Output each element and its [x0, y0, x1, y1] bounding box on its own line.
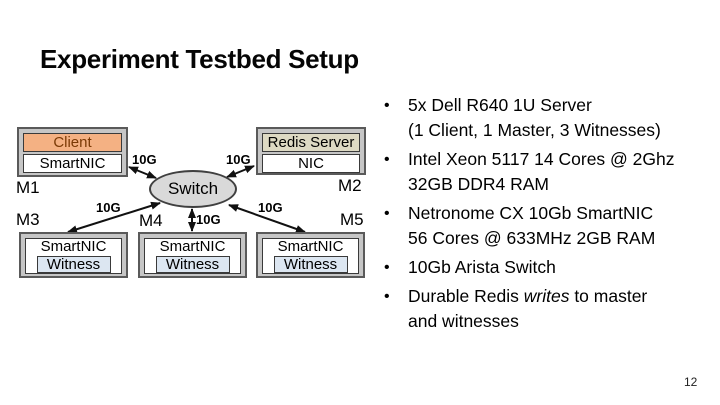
witness-box-m4: Witness [155, 256, 230, 273]
machine-label-m3: M3 [16, 210, 40, 229]
bullet-list: • 5x Dell R640 1U Server (1 Client, 1 Ma… [384, 93, 718, 338]
nic-box-m2: NIC [262, 154, 360, 173]
bullet-marker: • [384, 288, 390, 305]
witness-box-m3: Witness [36, 256, 111, 273]
bullet-item: • Intel Xeon 5117 14 Cores @ 2Ghz 32GB D… [384, 147, 718, 197]
bullet-marker: • [384, 151, 390, 168]
bullet-line: Durable Redis writes to master [408, 286, 648, 306]
bullet-marker: • [384, 205, 390, 222]
link-label-m1: 10G [132, 152, 157, 167]
witness-box-m5: Witness [273, 256, 348, 273]
link-m1-switch [128, 166, 157, 179]
smartnic-box-m4: SmartNIC Witness [144, 238, 241, 274]
network-links [67, 165, 306, 234]
slide-title: Experiment Testbed Setup [40, 44, 359, 74]
smartnic-box-m5: SmartNIC Witness [262, 238, 359, 274]
bullet-line: Netronome CX 10Gb SmartNIC [408, 203, 654, 223]
smartnic-box-m1: SmartNIC [23, 154, 122, 173]
bullet-line: (1 Client, 1 Master, 3 Witnesses) [408, 120, 661, 140]
smartnic-box-m3: SmartNIC Witness [25, 238, 122, 274]
bullet-line: 32GB DDR4 RAM [408, 174, 550, 194]
bullet-line: 10Gb Arista Switch [408, 257, 556, 277]
page-number: 12 [684, 375, 698, 389]
bullet-item: • 5x Dell R640 1U Server (1 Client, 1 Ma… [384, 93, 718, 143]
bullet-marker: • [384, 97, 390, 114]
link-m2-switch [226, 165, 255, 178]
redis-server-box: Redis Server [262, 133, 360, 152]
machine-label-m2: M2 [338, 176, 362, 195]
bullet-item: • 10Gb Arista Switch [384, 255, 718, 280]
bullet-marker: • [384, 259, 390, 276]
machine-label-m1: M1 [16, 178, 40, 197]
bullet-line: and witnesses [408, 311, 519, 331]
machine-box-m1: Client SmartNIC [17, 127, 128, 177]
machine-box-m3: SmartNIC Witness [19, 232, 128, 278]
client-box: Client [23, 133, 122, 152]
link-label-m5: 10G [258, 200, 283, 215]
smartnic-label-m5: SmartNIC [277, 238, 344, 255]
smartnic-label-m3: SmartNIC [40, 238, 107, 255]
link-m5-switch [228, 204, 306, 233]
testbed-diagram: Client SmartNIC M1 Redis Server NIC M2 S… [0, 110, 380, 305]
bullet-line: 56 Cores @ 633MHz 2GB RAM [408, 228, 656, 248]
link-label-m2: 10G [226, 152, 251, 167]
bullet-item: • Durable Redis writes to master and wit… [384, 284, 718, 334]
machine-box-m2: Redis Server NIC [256, 127, 366, 175]
smartnic-label-m4: SmartNIC [159, 238, 226, 255]
bullet-item: • Netronome CX 10Gb SmartNIC 56 Cores @ … [384, 201, 718, 251]
machine-label-m4: M4 [139, 211, 163, 230]
machine-box-m4: SmartNIC Witness [138, 232, 247, 278]
link-label-m3: 10G [96, 200, 121, 215]
link-label-m4: 10G [196, 212, 221, 227]
machine-label-m5: M5 [340, 210, 364, 229]
bullet-line: 5x Dell R640 1U Server [408, 95, 592, 115]
switch-node: Switch [149, 170, 237, 208]
machine-box-m5: SmartNIC Witness [256, 232, 365, 278]
bullet-line: Intel Xeon 5117 14 Cores @ 2Ghz [408, 149, 675, 169]
link-m3-switch [67, 201, 161, 234]
italic-word: writes [523, 286, 570, 306]
